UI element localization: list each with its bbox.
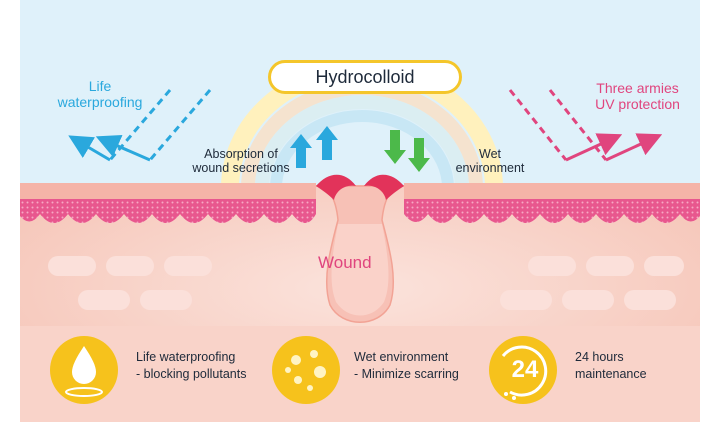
feature-3-line-1: 24 hours [575, 350, 624, 364]
feature-3-line-2: maintenance [575, 366, 647, 381]
wet-line-1: Wet [479, 147, 501, 161]
epidermis-left [20, 183, 316, 199]
24-badge-text: 24 [511, 356, 539, 383]
absorption-arrows [290, 126, 338, 168]
waterproof-arrows [68, 89, 212, 162]
wound-label: Wound [318, 253, 372, 272]
life-waterproofing-label: Life waterproofing [50, 78, 150, 110]
epidermis-right [404, 183, 700, 199]
feature-2-line-1: Wet environment [354, 350, 449, 364]
uv-protection-label: Three armies UV protection [580, 80, 695, 112]
left-label-line-2: waterproofing [57, 94, 143, 111]
wound-edge-left [316, 174, 356, 200]
feature-1-line-2: - blocking pollutants [136, 366, 247, 381]
absorption-line-1: Absorption of [204, 147, 278, 161]
dermis-left [20, 199, 316, 223]
tissue-blocks-right [500, 256, 684, 310]
24-hour-clock-icon [489, 336, 557, 404]
uv-arrows [508, 89, 663, 162]
moisture-dots-icon [272, 336, 340, 404]
water-drop-icon [50, 336, 118, 404]
absorption-line-2: wound secretions [192, 161, 290, 176]
feature-band [20, 326, 700, 422]
dermis-right [404, 199, 700, 223]
right-label-line-2: UV protection [595, 96, 680, 113]
feature-wet-environment: Wet environment - Minimize scarring [354, 349, 459, 383]
wet-line-2: environment [455, 161, 525, 176]
feature-1-line-1: Life waterproofing [136, 350, 236, 364]
tissue-blocks-left [48, 256, 212, 310]
right-label-line-1: Three armies [596, 80, 679, 96]
wound-edge-right [364, 174, 404, 200]
wet-environment-label: Wet environment [440, 147, 540, 176]
left-label-line-1: Life [88, 78, 112, 94]
feature-24-hours: 24 hours maintenance [575, 349, 647, 383]
hydrocolloid-title: Hydrocolloid [268, 60, 462, 94]
feature-2-line-2: - Minimize scarring [354, 366, 459, 381]
wet-environment-arrows [384, 130, 430, 172]
absorption-label: Absorption of wound secretions [186, 147, 296, 176]
feature-waterproofing: Life waterproofing - blocking pollutants [136, 349, 246, 383]
